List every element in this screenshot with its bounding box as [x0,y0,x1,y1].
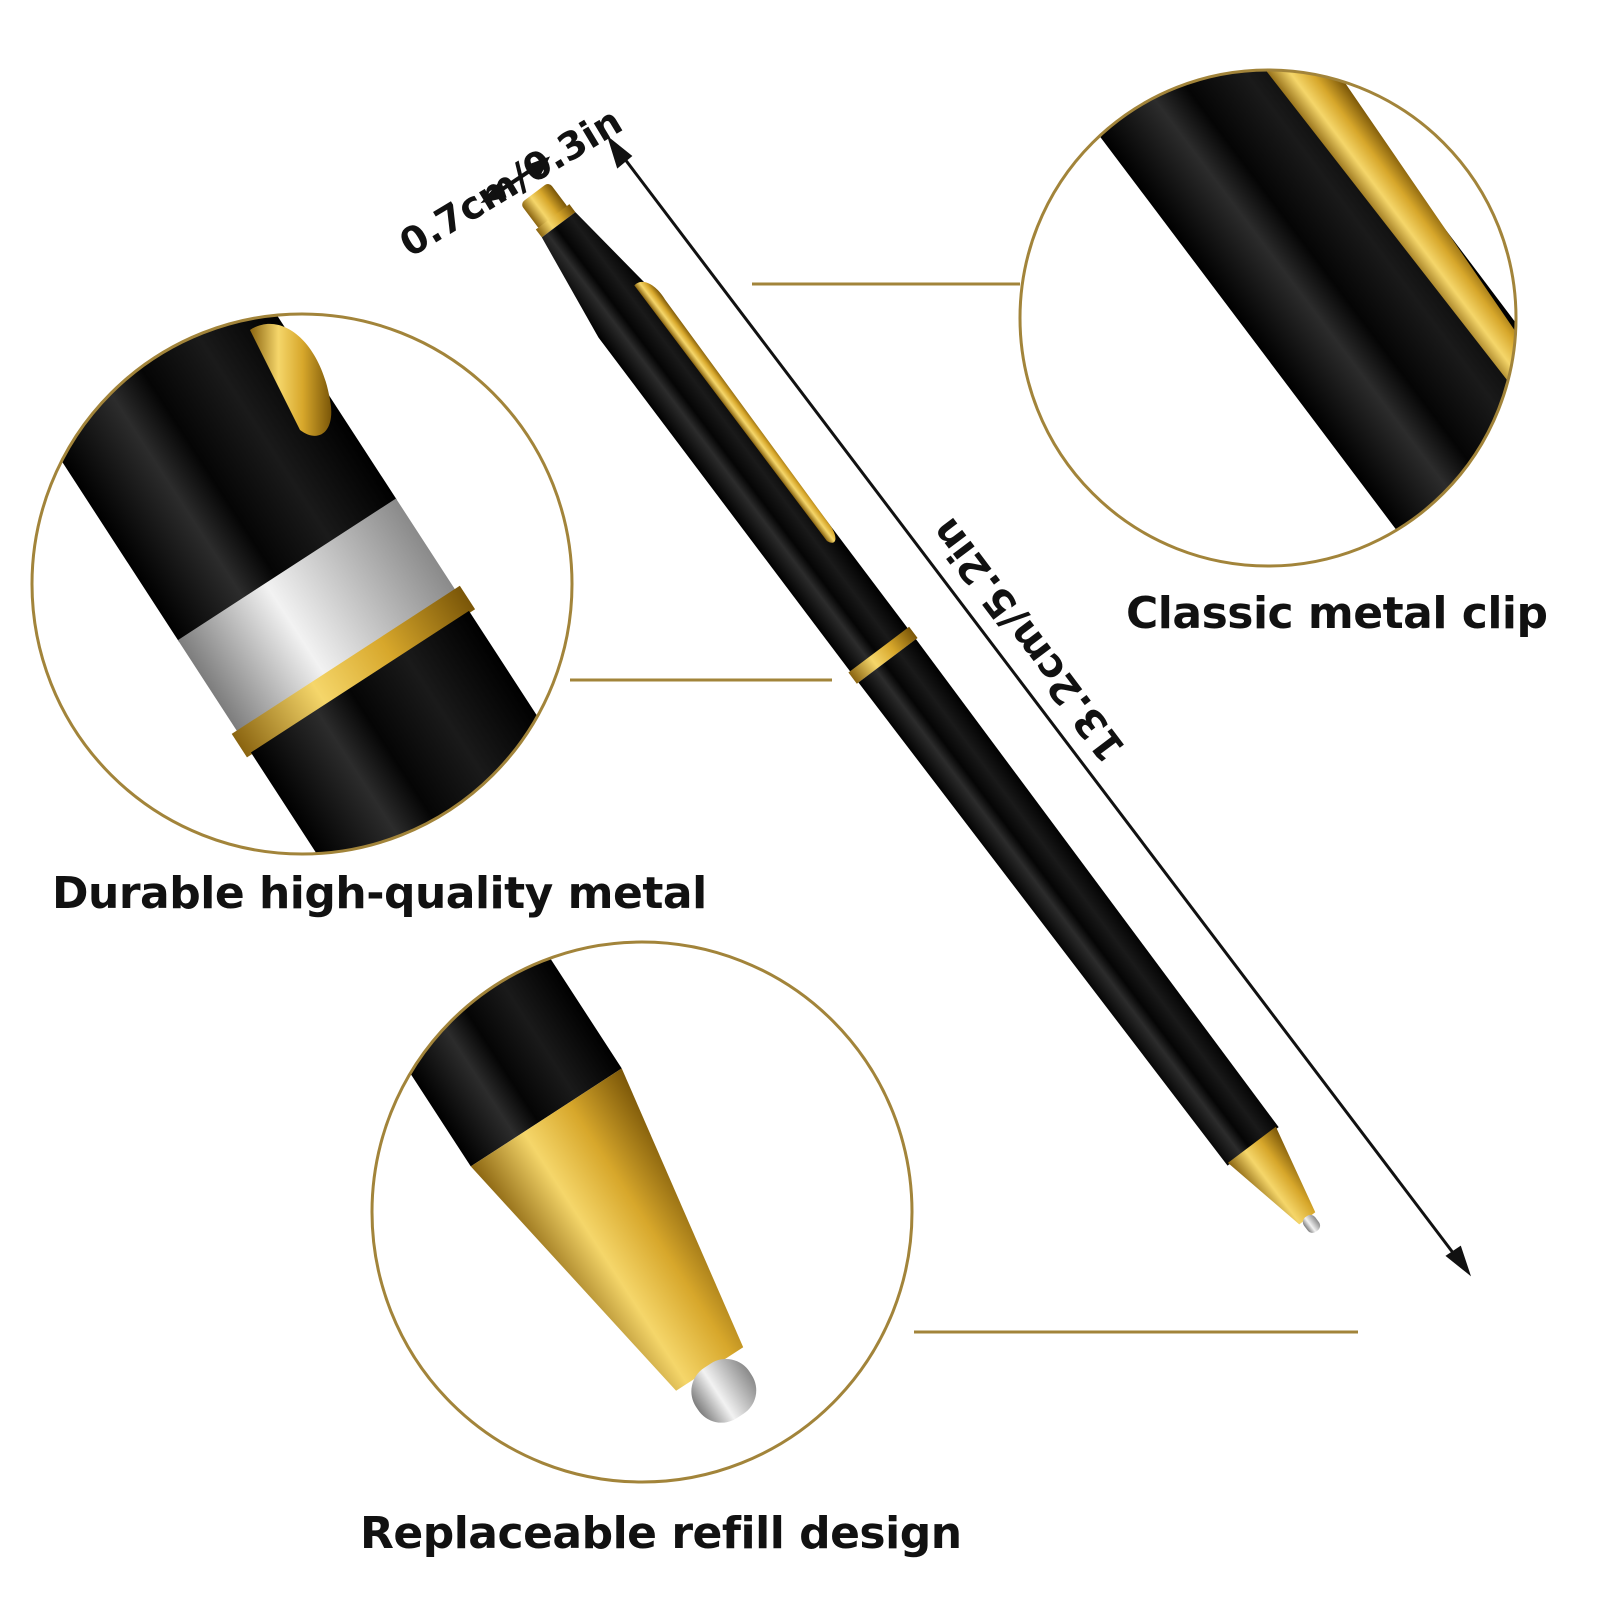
width-arrow [480,156,551,204]
callout-refill-label: Replaceable refill design [360,1508,962,1559]
detail-circle-refill [370,940,914,1484]
callout-metal-label: Durable high-quality metal [52,868,707,919]
detail-circle-clip [1018,68,1518,568]
pen-main [522,184,1321,1233]
length-arrow [607,135,1472,1277]
callout-clip-label: Classic metal clip [1126,588,1548,639]
